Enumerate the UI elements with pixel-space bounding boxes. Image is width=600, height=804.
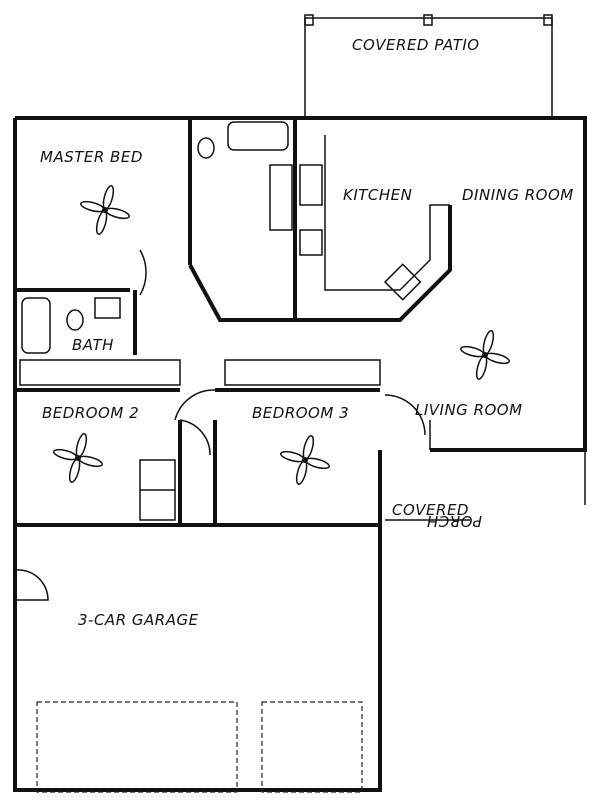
ceiling-fan-icon xyxy=(280,435,330,485)
label-bedroom-3: BEDROOM 3 xyxy=(252,404,349,422)
label-covered-patio: COVERED PATIO xyxy=(352,36,480,54)
label-master-bed: MASTER BED xyxy=(40,148,143,166)
bathtub xyxy=(227,121,289,151)
exterior-walls xyxy=(13,116,587,792)
door-swings xyxy=(139,249,426,456)
ceiling-fan-icon xyxy=(53,433,103,483)
label-covered-porch: COVERED xyxy=(392,501,469,519)
garage-doors xyxy=(14,569,363,793)
sink xyxy=(94,297,121,319)
label-bedroom-2: BEDROOM 2 xyxy=(42,404,139,422)
ceiling-fan-icon xyxy=(80,185,130,235)
bathtub xyxy=(21,297,51,354)
toilet xyxy=(197,137,215,159)
stove xyxy=(299,229,323,256)
label-porch: PORCH xyxy=(426,512,482,530)
bar-seat xyxy=(383,263,422,301)
toilet xyxy=(66,309,84,331)
label-bath: BATH xyxy=(72,336,114,354)
label-garage: 3-CAR GARAGE xyxy=(78,611,199,629)
fixtures xyxy=(21,121,422,354)
label-dining-room: DINING ROOM xyxy=(462,186,574,204)
vanity xyxy=(269,164,293,231)
label-kitchen: KITCHEN xyxy=(343,186,412,204)
ceiling-fans xyxy=(53,185,510,485)
covered-patio-outline xyxy=(304,14,553,118)
sink xyxy=(299,164,323,206)
interior-walls xyxy=(15,118,452,527)
ceiling-fan-icon xyxy=(460,330,510,380)
label-living-room: LIVING ROOM xyxy=(415,401,523,419)
